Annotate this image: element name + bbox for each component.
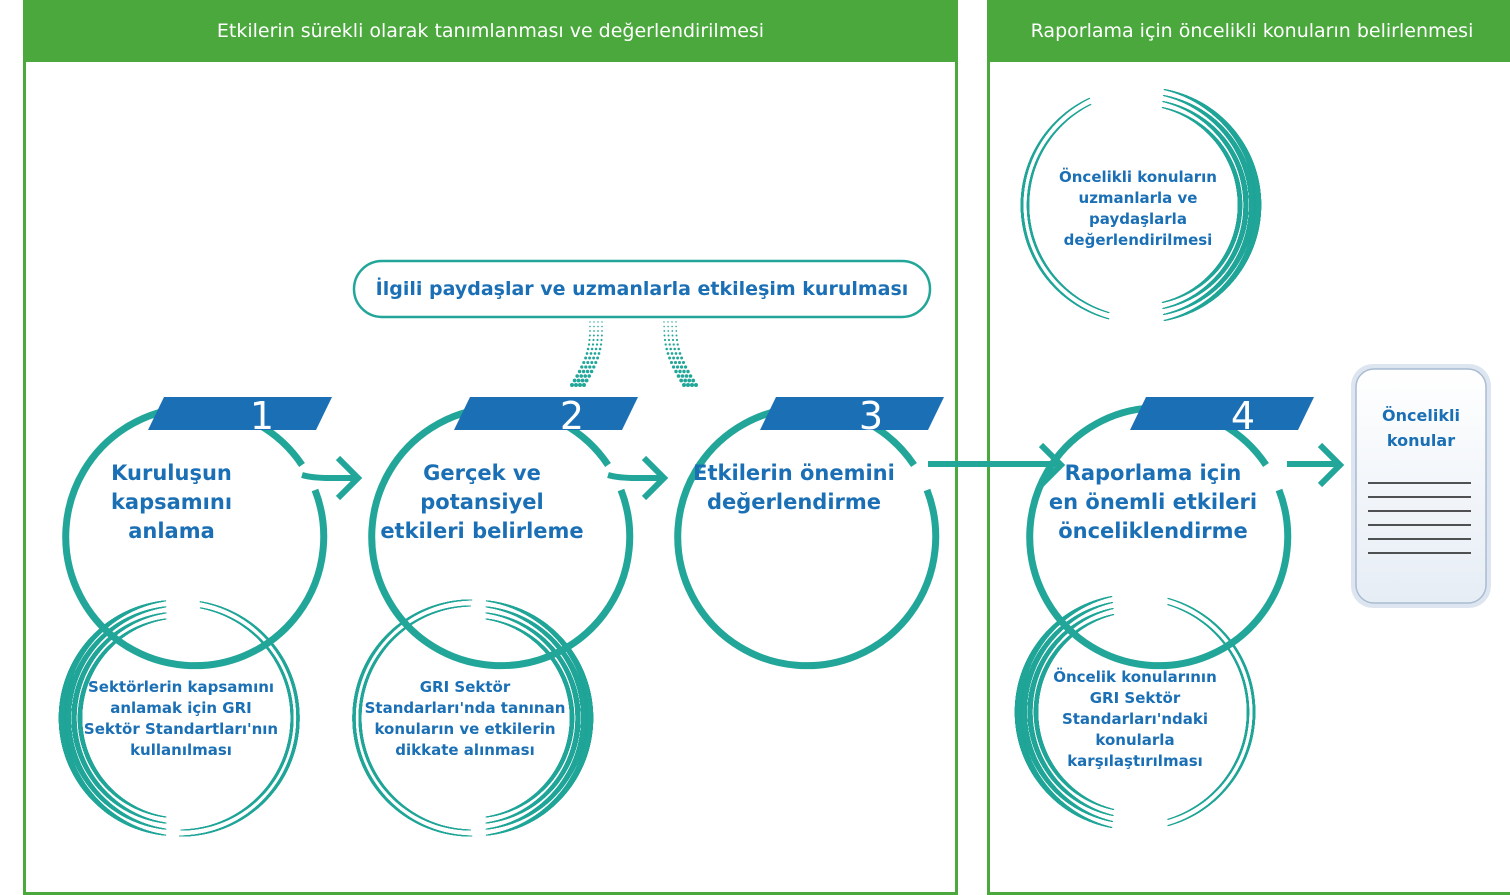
stakeholder-pill-label: İlgili paydaşlar ve uzmanlarla etkileşim… bbox=[356, 262, 928, 316]
arrow-right-icon bbox=[608, 475, 663, 478]
step-1-number: 1 bbox=[250, 394, 274, 438]
step-1-label: Kuruluşun kapsamını anlama bbox=[84, 459, 259, 546]
step-4-number: 4 bbox=[1231, 394, 1255, 438]
step-4-label: Raporlama için en önemli etkileri önceli… bbox=[1048, 459, 1258, 546]
note-step-2-sector-topics: GRI Sektör Standarları'nda tanınan konul… bbox=[360, 677, 570, 761]
document-icon bbox=[1351, 364, 1491, 608]
note-step-1-sector-standards: Sektörlerin kapsamını anlamak için GRI S… bbox=[82, 677, 280, 761]
step-2-number: 2 bbox=[560, 394, 584, 438]
step-2-label: Gerçek ve potansiyel etkileri belirleme bbox=[378, 459, 586, 546]
note-step-4-expert-review: Öncelikli konuların uzmanlarla ve paydaş… bbox=[1052, 167, 1224, 251]
step-3-label: Etkilerin önemini değerlendirme bbox=[690, 459, 898, 517]
dotted-arc-icon bbox=[570, 321, 698, 387]
step-3-number-banner bbox=[760, 397, 944, 430]
step-4-number-banner bbox=[1130, 397, 1314, 430]
document-title: Öncelikli konular bbox=[1360, 403, 1482, 453]
arrow-right-icon bbox=[302, 475, 357, 478]
step-3-circle bbox=[678, 408, 936, 666]
step-3-number: 3 bbox=[859, 394, 883, 438]
note-step-4-sector-comparison: Öncelik konularının GRI Sektör Standarla… bbox=[1040, 667, 1230, 772]
step-1-number-banner bbox=[148, 397, 332, 430]
step-2-number-banner bbox=[454, 397, 638, 430]
